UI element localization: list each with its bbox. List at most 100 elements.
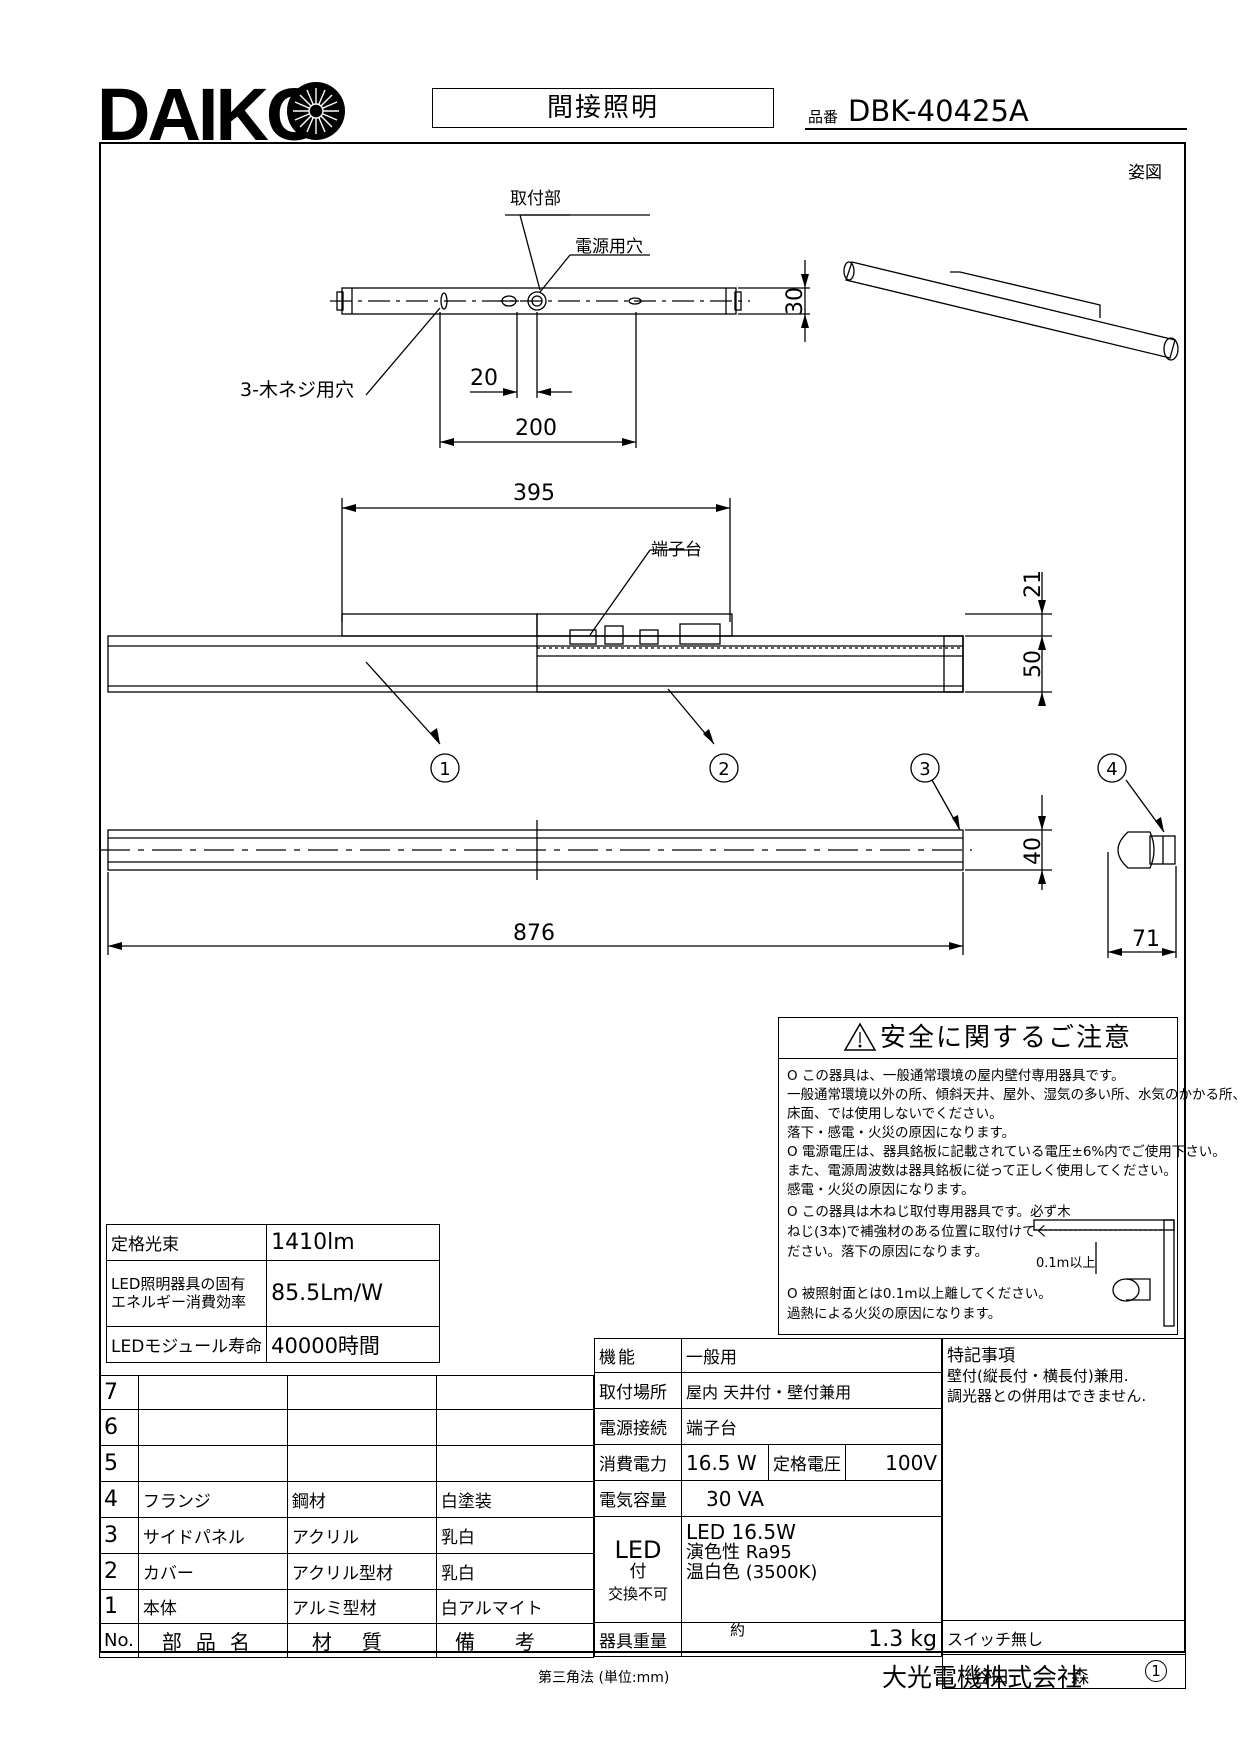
product-number-underline — [805, 128, 1187, 130]
part-note: 乳白 — [435, 1517, 595, 1554]
function-value: 一般用 — [681, 1338, 942, 1373]
part-name: カバー — [137, 1553, 288, 1590]
switch-note: スイッチ無し — [942, 1620, 1186, 1655]
wall-clearance-diagram — [1033, 1219, 1175, 1327]
part-material — [286, 1445, 437, 1482]
part-material: 鋼材 — [286, 1481, 437, 1518]
parts-header-material: 材質 — [286, 1623, 437, 1658]
screw-holes-label: 3-木ネジ用穴 — [240, 379, 354, 401]
part-note: 乳白 — [435, 1553, 595, 1590]
spec-value: 1410lm — [266, 1224, 440, 1261]
part-material: アクリル — [286, 1517, 437, 1554]
notice-line: 感電・火災の原因になります。 — [787, 1182, 975, 1198]
dim-71: 71 — [1132, 927, 1160, 952]
capacity-label: 電気容量 — [594, 1480, 682, 1517]
parts-header-name: 部品名 — [137, 1623, 288, 1658]
dim-clearance: 0.1m以上 — [1036, 1256, 1095, 1271]
mount-value: 屋内 天井付・壁付兼用 — [681, 1372, 942, 1409]
notice-line: O 被照射面とは0.1m以上離してください。 — [787, 1286, 1052, 1302]
part-name: サイドパネル — [137, 1517, 288, 1554]
projection-note: 第三角法 (単位:mm) — [538, 1670, 670, 1686]
signature-name-1: 谷口 — [973, 1667, 1009, 1688]
callout-1: 1 — [439, 759, 450, 780]
dim-876: 876 — [513, 921, 555, 946]
safety-notice: 安全に関するご注意 O この器具は、一般通常環境の屋内壁付専用器具です。 一般通… — [778, 1017, 1240, 1335]
dim-20: 20 — [470, 366, 498, 391]
part-name — [137, 1445, 288, 1482]
notice-line: また、電源周波数は器具銘板に従って正しく使用してください。 — [787, 1163, 1178, 1179]
part-note — [435, 1409, 595, 1446]
dim-50: 50 — [1021, 650, 1046, 678]
dim-200: 200 — [515, 416, 557, 441]
part-no: 1 — [99, 1589, 139, 1624]
part-no: 4 — [99, 1481, 139, 1518]
power-hole-label: 電源用穴 — [575, 237, 643, 257]
function-label: 機能 — [594, 1338, 682, 1373]
product-number-label: 品番 — [808, 108, 839, 126]
safety-notice-title: 安全に関するご注意 — [779, 1018, 1177, 1059]
bottom-view — [100, 820, 972, 880]
part-material — [286, 1375, 437, 1410]
notice-line: ださい。落下の原因になります。 — [787, 1244, 989, 1260]
signature-name-2: 森 — [1071, 1667, 1089, 1688]
mount-label: 取付場所 — [594, 1372, 682, 1409]
part-name — [137, 1375, 288, 1410]
part-no: 5 — [99, 1445, 139, 1482]
dim-21: 21 — [1021, 570, 1046, 598]
front-view — [107, 613, 964, 693]
rated-voltage-label: 定格電圧 — [768, 1444, 846, 1481]
terminal-label: 端子台 — [651, 540, 702, 560]
notice-line: 落下・感電・火災の原因になります。 — [787, 1125, 1016, 1141]
revision-number: 1 — [1145, 1660, 1167, 1682]
perspective-view — [843, 261, 1179, 361]
connection-value: 端子台 — [681, 1408, 942, 1445]
led-label: LED 付 交換不可 — [594, 1516, 682, 1623]
notice-line: 過熱による火災の原因になります。 — [787, 1306, 1002, 1322]
rated-voltage-value: 100V — [845, 1444, 942, 1481]
connection-label: 電源接続 — [594, 1408, 682, 1445]
part-material — [286, 1409, 437, 1446]
company-name: 大光電機株式会社 — [882, 1663, 1083, 1692]
spec-label: 定格光束 — [105, 1224, 268, 1261]
notice-line: O 電源電圧は、器具銘板に記載されている電圧±6%内でご使用下さい。 — [787, 1144, 1226, 1160]
daiko-sun-logo-icon — [287, 82, 345, 140]
spec-label: LEDモジュール寿命 — [105, 1326, 268, 1363]
part-no: 7 — [99, 1375, 139, 1410]
part-note: 白塗装 — [435, 1481, 595, 1518]
part-no: 2 — [99, 1553, 139, 1590]
callout-2: 2 — [718, 759, 729, 780]
dim-30: 30 — [783, 287, 808, 315]
callout-3: 3 — [919, 759, 930, 780]
special-notes: 特記事項 壁付(縦長付・横長付)兼用. 調光器との併用はできません. — [942, 1338, 1186, 1621]
view-label: 姿図 — [1128, 163, 1162, 183]
document-title: 間接照明 — [432, 88, 774, 128]
dim-40: 40 — [1021, 837, 1046, 865]
weight-value: 約 1.3 kg — [681, 1621, 942, 1657]
signature-row: 谷口 森 1 — [942, 1654, 1186, 1689]
product-number: DBK-40425A — [848, 94, 1029, 128]
part-note — [435, 1375, 595, 1410]
spec-table: 定格光束 1410lm LED照明器具の固有エネルギー消費効率 85.5Lm/W… — [105, 1224, 440, 1363]
daiko-logo: DAIKO — [97, 73, 323, 156]
capacity-value: 30 VA — [681, 1480, 942, 1517]
notes-table: 特記事項 壁付(縦長付・横長付)兼用. 調光器との併用はできません. スイッチ無… — [942, 1338, 1186, 1689]
notice-line: ねじ(3本)で補強材のある位置に取付けてく — [787, 1224, 1049, 1240]
spec-value: 40000時間 — [266, 1326, 440, 1363]
parts-header-no: No. — [99, 1623, 139, 1658]
part-note — [435, 1445, 595, 1482]
notice-line: O この器具は、一般通常環境の屋内壁付専用器具です。 — [787, 1068, 1125, 1084]
electrical-table: 機能 一般用 取付場所 屋内 天井付・壁付兼用 電源接続 端子台 消費電力 16… — [594, 1338, 942, 1657]
weight-label: 器具重量 — [594, 1622, 682, 1657]
part-name: フランジ — [137, 1481, 288, 1518]
part-note: 白アルマイト — [435, 1589, 595, 1624]
parts-header-note: 備考 — [435, 1623, 595, 1658]
part-no: 6 — [99, 1409, 139, 1446]
led-details: LED 16.5W 演色性 Ra95 温白色 (3500K) — [681, 1516, 942, 1623]
notice-line: 床面、では使用しないでください。 — [787, 1106, 1003, 1122]
dim-395: 395 — [513, 481, 555, 506]
side-view — [1117, 831, 1176, 869]
power-label: 消費電力 — [594, 1444, 682, 1481]
part-material: アルミ型材 — [286, 1589, 437, 1624]
part-material: アクリル型材 — [286, 1553, 437, 1590]
